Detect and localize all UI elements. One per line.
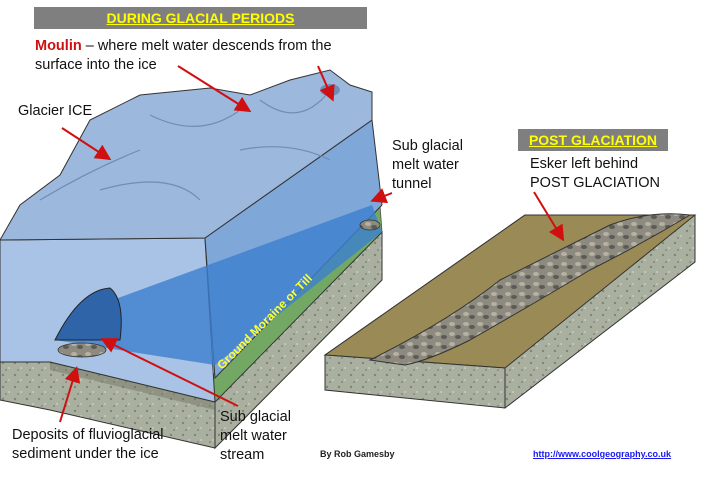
left-bedrock-block <box>0 230 383 450</box>
deposits-label: Deposits of fluvioglacial sediment under… <box>12 426 212 464</box>
banner-post-glaciation: POST GLACIATION <box>518 129 668 151</box>
glacier-ice-label: Glacier ICE <box>18 103 93 119</box>
esker-line2: POST GLACIATION <box>530 175 660 191</box>
crevasse-lines <box>39 89 331 201</box>
back-deposit <box>359 219 381 231</box>
stream-line3: stream <box>220 447 265 463</box>
right-post-glacial-block <box>323 213 697 409</box>
banner-during-glacial: DURING GLACIAL PERIODS <box>34 7 367 29</box>
subglacial-tunnel-band <box>55 205 382 365</box>
website-link[interactable]: http://www.coolgeography.co.uk <box>533 449 672 459</box>
stream-line2: melt water <box>220 428 287 444</box>
banner-post-glaciation-text: POST GLACIATION <box>528 132 658 148</box>
tunnel-label: Sub glacial melt water tunnel <box>392 137 502 194</box>
deposits-line2: sediment under the ice <box>12 446 159 462</box>
esker-line1: Esker left behind <box>530 156 639 172</box>
moulin-line2: surface into the ice <box>35 57 157 73</box>
front-deposit <box>57 342 107 358</box>
stream-line1: Sub glacial <box>220 409 291 425</box>
moulin-rest-line1: – where melt water descends from the <box>81 38 332 54</box>
ice-top-surface <box>0 69 373 241</box>
esker-label: Esker left behind POST GLACIATION <box>530 155 700 193</box>
tunnel-line1: Sub glacial <box>392 138 463 154</box>
tunnel-line2: melt water <box>392 157 459 173</box>
annotation-arrows <box>59 65 565 423</box>
deposits-line1: Deposits of fluvioglacial <box>12 427 164 443</box>
tunnel-opening <box>54 287 122 341</box>
moulin-label: Moulin – where melt water descends from … <box>35 37 375 75</box>
tunnel-line3: tunnel <box>392 176 432 192</box>
banner-during-glacial-text: DURING GLACIAL PERIODS <box>106 10 295 26</box>
stream-label: Sub glacial melt water stream <box>220 408 320 465</box>
moulin-word: Moulin <box>35 38 82 54</box>
author-credit: By Rob Gamesby <box>320 449 395 459</box>
esker-ridge <box>368 213 692 366</box>
